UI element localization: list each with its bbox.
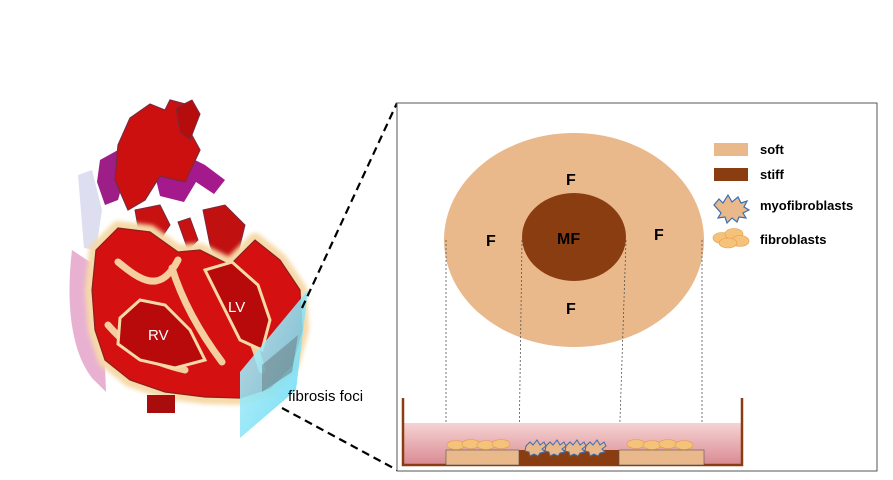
fibroblast-cells-left <box>446 439 511 450</box>
valve-piece <box>177 217 199 251</box>
dish-side-view <box>401 398 744 467</box>
legend-myofibroblasts-label: myofibroblasts <box>760 198 853 213</box>
f-mark-right: F <box>654 227 664 244</box>
fibrosis-foci-label: fibrosis foci <box>288 388 363 405</box>
stiff-substrate-center <box>522 193 626 281</box>
soft-layer-left <box>445 449 520 466</box>
stiff-swatch-icon <box>714 168 748 181</box>
fibroblast-icon <box>712 228 750 249</box>
pale-vessel <box>78 170 102 250</box>
myofibroblast-cells <box>524 439 607 457</box>
septum-glow <box>104 256 266 374</box>
lv-label: LV <box>228 299 245 316</box>
mf-center-label: MF <box>557 231 580 248</box>
aorta-branch <box>175 99 201 141</box>
fibroblast-cells-right <box>626 439 694 450</box>
projection-lines <box>445 239 703 451</box>
f-mark-left: F <box>486 233 496 250</box>
legend-soft-label: soft <box>760 142 785 157</box>
f-mark-top: F <box>566 172 576 189</box>
section-dark-core <box>262 335 298 392</box>
zoom-line-upper <box>301 102 398 309</box>
dish-top-view: F F F F MF <box>444 133 704 347</box>
rv-label: RV <box>148 327 169 344</box>
legend-stiff-label: stiff <box>760 167 785 182</box>
apex-stub <box>147 395 175 413</box>
f-mark-bottom: F <box>566 301 576 318</box>
soft-swatch-icon <box>714 143 748 156</box>
myofibroblast-icon <box>713 193 751 225</box>
soft-layer-right <box>618 449 705 466</box>
legend-fibroblasts-label: fibroblasts <box>760 232 826 247</box>
legend: soft stiff myofibroblasts fibroblasts <box>712 142 853 249</box>
rv-cavity <box>116 298 208 370</box>
lv-cavity <box>202 260 272 353</box>
heart-illustration: RV LV <box>69 99 309 413</box>
zoom-line-lower <box>281 407 398 471</box>
